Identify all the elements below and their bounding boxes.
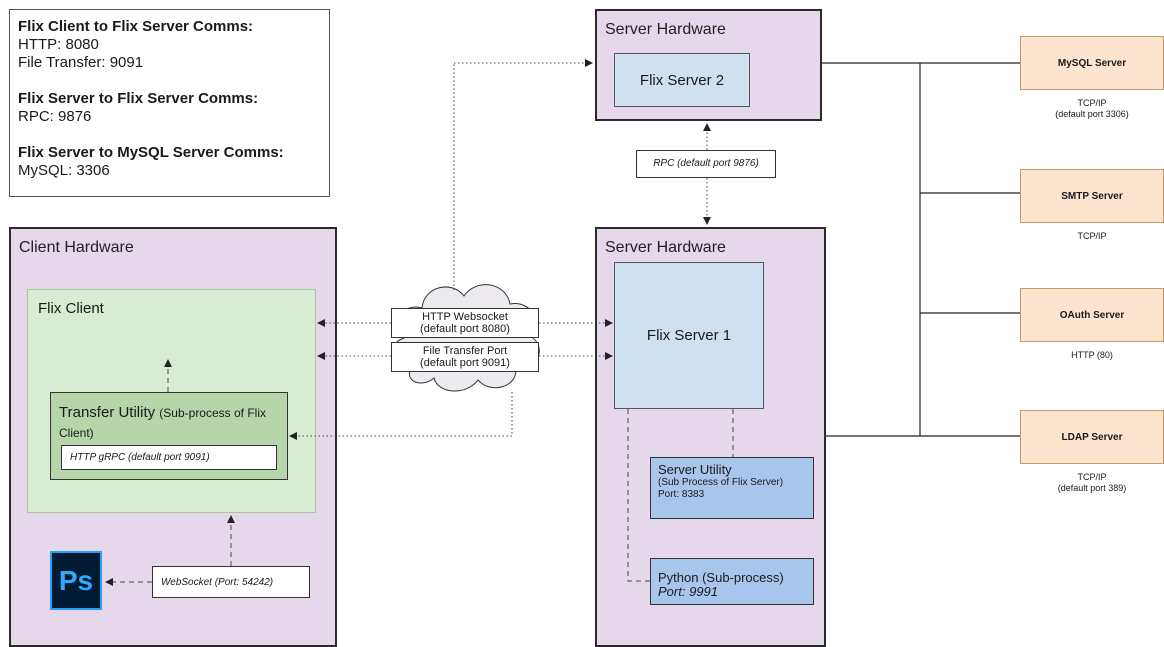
ldap-port: (default port 389) bbox=[1057, 483, 1127, 493]
server-utility-port: Port: 8383 bbox=[658, 489, 705, 500]
server-utility: Server Utility (Sub Process of Flix Serv… bbox=[650, 457, 814, 519]
legend-heading-server-mysql: Flix Server to MySQL Server Comms: bbox=[18, 144, 284, 161]
mysql-port: (default port 3306) bbox=[1055, 109, 1129, 119]
http-websocket-connection: HTTP Websocket (default port 8080) bbox=[391, 308, 539, 338]
rpc-label: RPC (default port 9876) bbox=[636, 150, 776, 178]
server-hardware-top-title: Server Hardware bbox=[605, 21, 726, 38]
client-hardware-title: Client Hardware bbox=[19, 239, 134, 256]
smtp-server-notes: TCP/IP bbox=[1012, 231, 1164, 242]
file-transfer-label: File Transfer Port bbox=[422, 345, 508, 357]
oauth-protocol: HTTP (80) bbox=[1071, 350, 1113, 360]
python-title: Python (Sub-process) bbox=[658, 570, 784, 585]
transfer-utility-name: Transfer Utility bbox=[59, 404, 156, 421]
flix-client-title: Flix Client bbox=[38, 300, 104, 317]
python-port: Port: 9991 bbox=[658, 584, 718, 599]
photoshop-icon: Ps bbox=[50, 551, 102, 610]
server-hardware-main-title: Server Hardware bbox=[605, 239, 726, 256]
photoshop-icon-glyph: Ps bbox=[58, 564, 94, 596]
websocket-label: WebSocket (Port: 54242) bbox=[152, 566, 310, 598]
ldap-protocol: TCP/IP bbox=[1077, 472, 1107, 482]
smtp-server: SMTP Server bbox=[1020, 169, 1164, 223]
file-transfer-port: (default port 9091) bbox=[420, 357, 510, 369]
smtp-protocol: TCP/IP bbox=[1077, 231, 1107, 241]
server-utility-subtitle: (Sub Process of Flix Server) bbox=[658, 477, 784, 488]
ldap-server: LDAP Server bbox=[1020, 410, 1164, 464]
flix-server-1: Flix Server 1 bbox=[614, 262, 764, 409]
transfer-utility-subtitle: (Sub-process of Flix Client) bbox=[59, 406, 266, 440]
ldap-server-notes: TCP/IP (default port 389) bbox=[1012, 472, 1164, 494]
legend-http: HTTP: 8080 bbox=[18, 36, 99, 53]
http-websocket-port: (default port 8080) bbox=[420, 323, 510, 335]
http-websocket-label: HTTP Websocket bbox=[422, 311, 508, 323]
oauth-server-notes: HTTP (80) bbox=[1012, 350, 1164, 361]
legend-heading-client-server: Flix Client to Flix Server Comms: bbox=[18, 18, 254, 35]
python-subprocess: Python (Sub-process) Port: 9991 bbox=[650, 558, 814, 605]
legend-rpc: RPC: 9876 bbox=[18, 108, 92, 125]
server-utility-title: Server Utility bbox=[658, 462, 732, 477]
legend-mysql: MySQL: 3306 bbox=[18, 162, 110, 179]
flix-server-2: Flix Server 2 bbox=[614, 53, 750, 107]
comms-legend: Flix Client to Flix Server Comms: HTTP: … bbox=[9, 9, 330, 197]
mysql-server-notes: TCP/IP (default port 3306) bbox=[1012, 98, 1164, 120]
transfer-utility-title: Transfer Utility (Sub-process of Flix Cl… bbox=[59, 403, 279, 443]
mysql-server: MySQL Server bbox=[1020, 36, 1164, 90]
file-transfer-connection: File Transfer Port (default port 9091) bbox=[391, 342, 539, 372]
mysql-protocol: TCP/IP bbox=[1077, 98, 1107, 108]
oauth-server: OAuth Server bbox=[1020, 288, 1164, 342]
legend-file-transfer: File Transfer: 9091 bbox=[18, 54, 144, 71]
http-grpc-label: HTTP gRPC (default port 9091) bbox=[61, 445, 277, 470]
legend-heading-server-server: Flix Server to Flix Server Comms: bbox=[18, 90, 259, 107]
